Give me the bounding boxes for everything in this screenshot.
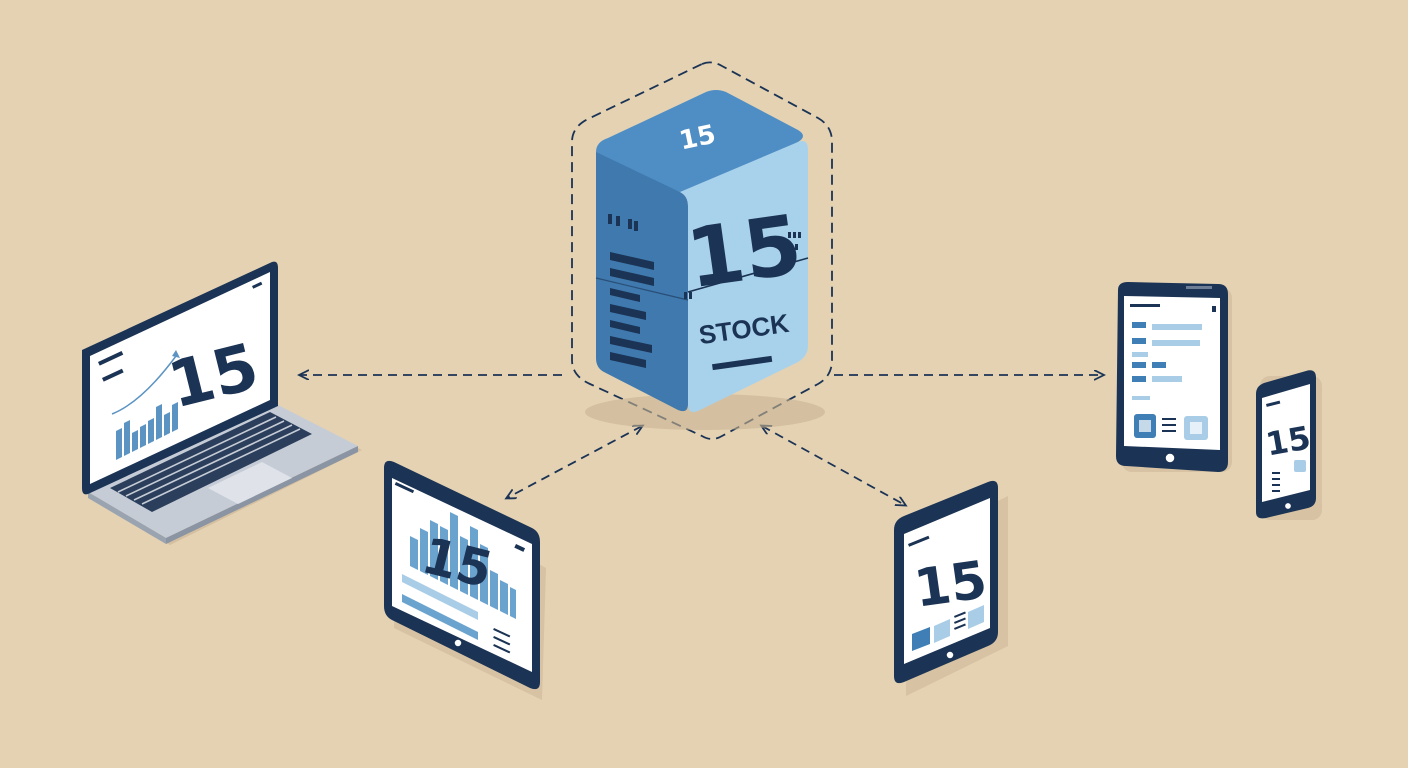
tablet-left-device: 15 bbox=[384, 460, 546, 700]
phone-device: 15 bbox=[1256, 370, 1322, 520]
tablet-far-right-screen bbox=[1124, 296, 1220, 450]
block-side-bars bbox=[610, 252, 654, 368]
connector-to-right-tablet bbox=[762, 426, 905, 505]
tablet-far-right-list bbox=[1130, 304, 1216, 400]
phone-screen-number: 15 bbox=[1263, 418, 1313, 463]
tablet-right-device: 15 bbox=[894, 480, 1008, 696]
tablet-left-progress bbox=[402, 574, 478, 640]
tablet-right-screen-number: 15 bbox=[911, 550, 991, 619]
tablet-right-tile-1 bbox=[912, 627, 930, 651]
laptop-device: 15 bbox=[82, 261, 362, 545]
block-top-face bbox=[596, 90, 803, 194]
tablet-right-tile-2 bbox=[934, 619, 950, 643]
block-front-number: 15 bbox=[681, 197, 807, 307]
block-top-number: 15 bbox=[677, 120, 719, 157]
laptop-screen bbox=[90, 272, 270, 484]
tablet-right-tile-3 bbox=[968, 605, 984, 629]
sync-boundary bbox=[571, 61, 833, 440]
tablet-left-chart-bars bbox=[410, 512, 516, 619]
tablet-far-right-device bbox=[1116, 282, 1232, 472]
connector-to-left-tablet bbox=[507, 426, 642, 498]
connectors bbox=[300, 61, 1103, 505]
central-stock-block: 15 15 STOCK bbox=[585, 90, 825, 430]
laptop-trackpad bbox=[208, 462, 292, 504]
laptop-keyboard bbox=[110, 412, 312, 512]
block-front-caption bbox=[712, 355, 773, 371]
phone-tile bbox=[1294, 460, 1306, 472]
laptop-chart-bars bbox=[116, 402, 178, 460]
